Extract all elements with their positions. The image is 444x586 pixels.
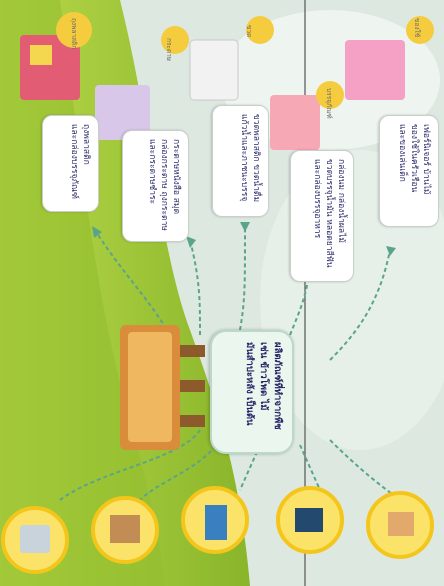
arrow-line bbox=[239, 224, 246, 331]
picture-box bbox=[189, 39, 239, 101]
branch-text: กล่องนม กล่องน้ำผลไม้ ขวดบรรจุน้ำมัน หลอ… bbox=[312, 159, 346, 268]
picture-box bbox=[345, 40, 405, 100]
branch-tag: กระดาษ bbox=[165, 38, 173, 62]
label-circle bbox=[316, 81, 344, 109]
branch-box: เฟอร์นิเจอร์ บ้านไม้ ของใช้ในครัวเรือน แ… bbox=[379, 115, 439, 227]
branch-tag: ขวด bbox=[245, 25, 253, 38]
product-circles bbox=[1, 486, 434, 574]
picture-box bbox=[270, 95, 320, 150]
branch-box: ถุงพลาสติก และกล่องบรรจุภัณฑ์ bbox=[42, 115, 99, 212]
label-circle bbox=[246, 16, 274, 44]
arrow-line bbox=[189, 239, 201, 336]
arrow-line bbox=[59, 429, 201, 501]
branch-box: กระดาษหนังสือ สมุด กล่องกระดาษ ถุงกระดาษ… bbox=[122, 130, 189, 242]
branch-tag: ถุงพลาสติก bbox=[70, 18, 78, 50]
branch-text: ขวดพลาสติก ขวดน้ำดื่ม แก้วน้ำและภาชนะบรร… bbox=[239, 114, 261, 203]
center-box: ผลิตภัณฑ์ที่ทำจากพืช เช่น ข้าวโพด ไม้ มั… bbox=[210, 330, 294, 454]
arrow-line bbox=[299, 444, 321, 491]
label-circle bbox=[406, 16, 434, 44]
label-circle bbox=[161, 26, 189, 54]
arrow-line bbox=[139, 439, 221, 501]
branch-tag: ของใช้ bbox=[413, 18, 421, 38]
arrow-line bbox=[94, 229, 171, 336]
branch-tag: บรรจุภัณฑ์ bbox=[325, 88, 333, 119]
branch-text: เฟอร์นิเจอร์ บ้านไม้ ของใช้ในครัวเรือน แ… bbox=[397, 124, 431, 195]
branch-box: กล่องนม กล่องน้ำผลไม้ ขวดบรรจุน้ำมัน หลอ… bbox=[290, 150, 354, 282]
picture-box bbox=[95, 85, 150, 140]
center-table-illustration bbox=[120, 325, 238, 450]
branch-box: ขวดพลาสติก ขวดน้ำดื่ม แก้วน้ำและภาชนะบรร… bbox=[212, 105, 269, 217]
branch-text: ถุงพลาสติก และกล่องบรรจุภัณฑ์ bbox=[69, 124, 91, 199]
center-text: ผลิตภัณฑ์ที่ทำจากพืช เช่น ข้าวโพด ไม้ มั… bbox=[244, 342, 283, 430]
top-product-pictures bbox=[20, 12, 434, 150]
branch-text: กระดาษหนังสือ สมุด กล่องกระดาษ ถุงกระดาษ… bbox=[147, 139, 181, 231]
label-circle bbox=[56, 12, 92, 48]
